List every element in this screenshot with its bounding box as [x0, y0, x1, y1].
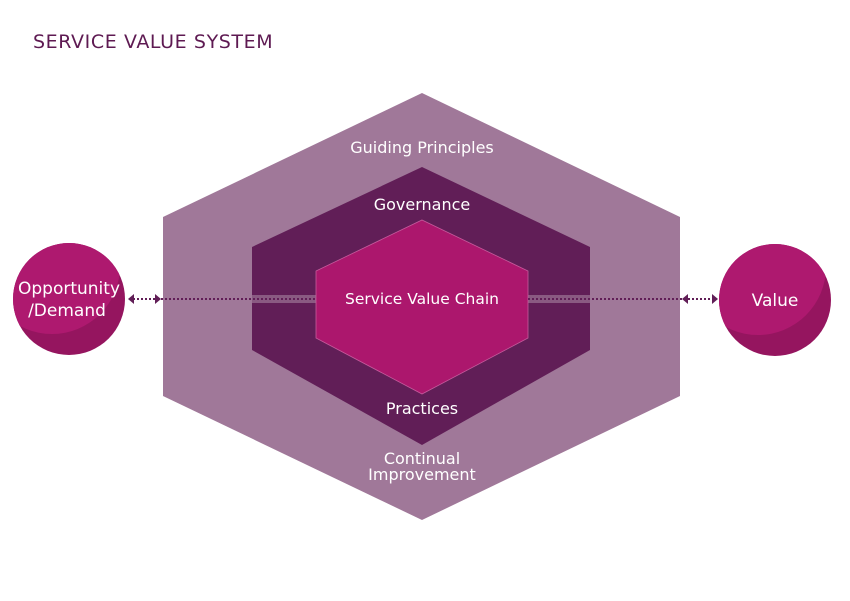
guiding-principles-label: Guiding Principles	[350, 138, 494, 157]
core-hexagon-service-value-chain	[315, 219, 529, 395]
improvement-label-line-2: Improvement	[368, 465, 476, 484]
arrow-left-icon	[128, 294, 134, 304]
practices-label: Practices	[386, 399, 458, 418]
arrow-right-icon	[155, 294, 161, 304]
continual-label-line-1: Continual	[384, 449, 460, 468]
value-circle-shade	[719, 244, 826, 335]
arrow-right-icon	[712, 294, 718, 304]
value-node: Value	[719, 244, 831, 356]
opportunity-demand-node: Opportunity /Demand	[13, 243, 125, 355]
opportunity-demand-shade	[13, 243, 120, 334]
value-label: Value	[752, 291, 799, 311]
opportunity-label-line-2: /Demand	[28, 301, 106, 321]
governance-label: Governance	[374, 195, 471, 214]
page-title: SERVICE VALUE SYSTEM	[33, 31, 274, 53]
service-value-chain-label: Service Value Chain	[345, 290, 499, 308]
arrow-left-icon	[682, 294, 688, 304]
opportunity-label-line-1: Opportunity	[18, 279, 120, 299]
